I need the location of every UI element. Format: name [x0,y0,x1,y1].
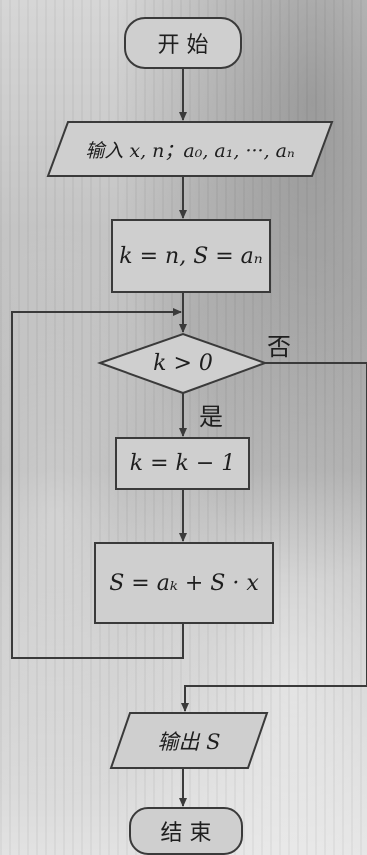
start-label: 开 始 [157,33,209,58]
output-label: 输出 S [157,729,221,754]
input-label: 输入 x, n；a₀, a₁, ···, aₙ [85,139,295,162]
decrement-process-box [115,437,250,490]
update-label: S = aₖ + S · x [109,570,259,596]
loop-back-line [11,308,184,659]
output-parallelogram [109,712,269,769]
no-branch-line [181,362,367,712]
init-label: k = n, S = aₙ [119,243,263,269]
no-branch-label: 否 [267,332,291,361]
init-process-box [111,219,271,293]
condition-label: k > 0 [153,350,213,376]
decrement-label: k = k − 1 [129,451,236,476]
end-terminal [129,807,243,855]
input-parallelogram [46,121,334,177]
yes-branch-label: 是 [199,402,223,431]
end-label: 结 束 [160,821,212,846]
update-process-box [94,542,274,624]
